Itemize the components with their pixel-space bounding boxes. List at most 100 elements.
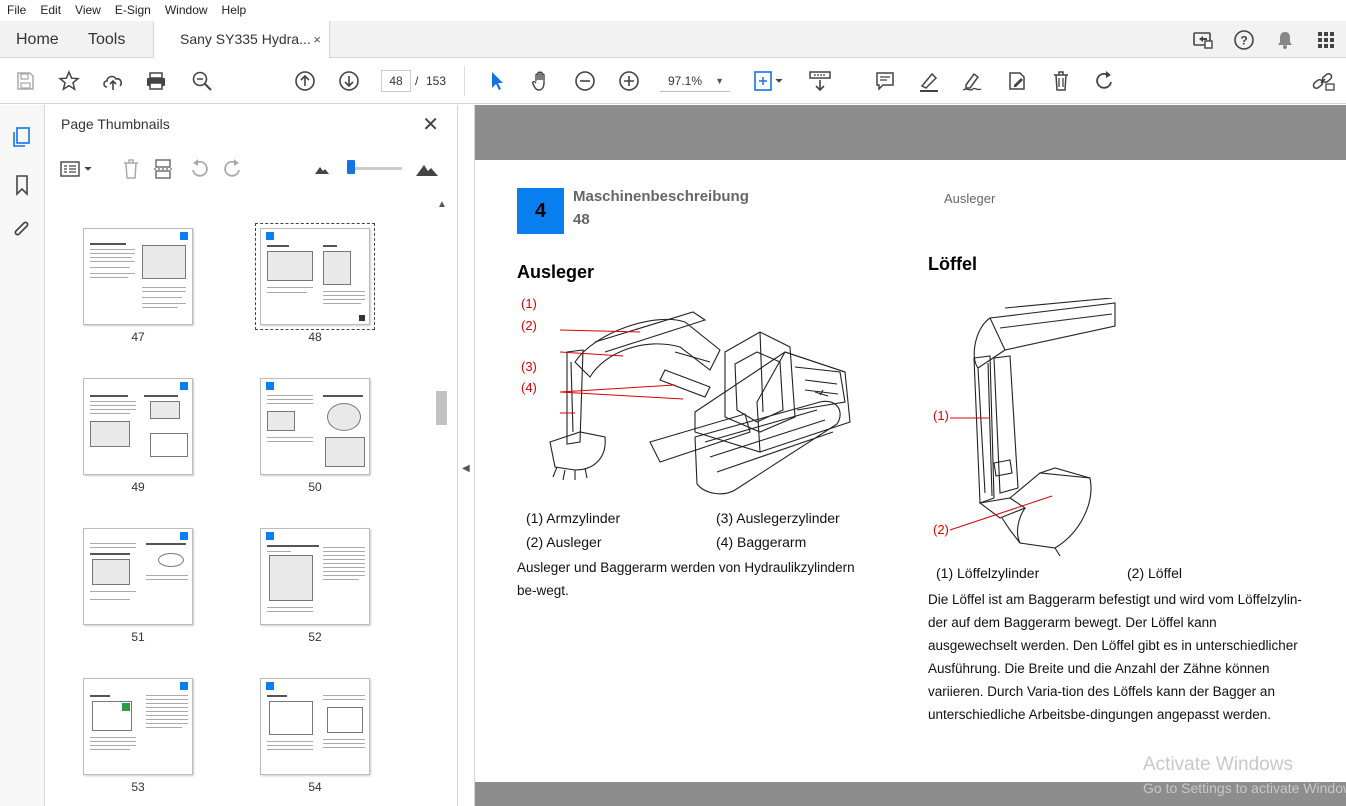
- bookmarks-icon[interactable]: [10, 173, 34, 197]
- chapter-number-box: 4: [517, 188, 564, 234]
- page-thumbnails-icon[interactable]: [10, 125, 34, 149]
- fit-page-icon[interactable]: [752, 69, 786, 93]
- callout-label: (4): [521, 380, 537, 395]
- extract-page-icon[interactable]: [151, 157, 175, 181]
- scroll-mode-icon[interactable]: [808, 69, 832, 93]
- tab-home[interactable]: Home: [16, 31, 59, 48]
- chapter-title: Maschinenbeschreibung: [573, 188, 749, 205]
- thumbnail-page-50[interactable]: [260, 378, 370, 475]
- save-icon[interactable]: [13, 69, 37, 93]
- thumbnail-page-47[interactable]: [83, 228, 193, 325]
- thumbnail-number: 53: [131, 780, 145, 794]
- pdf-page: 4 Maschinenbeschreibung 48 Ausleger Ausl…: [475, 160, 1346, 782]
- menu-view[interactable]: View: [75, 3, 101, 17]
- delete-icon[interactable]: [1049, 69, 1073, 93]
- ausleger-paragraph: Ausleger und Baggerarm werden von Hydrau…: [517, 560, 855, 598]
- apps-grid-icon[interactable]: [1305, 31, 1346, 49]
- legend-item: (2) Löffel: [1127, 565, 1182, 581]
- thumbnail-number: 54: [308, 780, 322, 794]
- hand-tool-icon[interactable]: [529, 69, 553, 93]
- rotate-cw-icon[interactable]: [221, 157, 245, 181]
- legend-item: (1) Armzylinder: [526, 510, 621, 526]
- upload-cloud-icon[interactable]: [101, 69, 125, 93]
- thumbnail-number: 52: [308, 630, 322, 644]
- scroll-up-arrow-icon[interactable]: ▲: [437, 199, 447, 210]
- page-number: 48: [573, 211, 590, 228]
- loeffel-paragraph: Die Löffel ist am Baggerarm befestigt un…: [928, 592, 1302, 722]
- next-page-icon[interactable]: [337, 69, 361, 93]
- find-zoom-icon[interactable]: [190, 69, 214, 93]
- zoom-value: 97.1%: [668, 74, 703, 88]
- delete-page-icon[interactable]: [119, 157, 143, 181]
- collapse-panel-arrow-icon[interactable]: ◀: [462, 463, 470, 474]
- legend-item: (1) Löffelzylinder: [936, 565, 1040, 581]
- zoom-in-icon[interactable]: [617, 69, 641, 93]
- share-screen-icon[interactable]: [1182, 30, 1223, 50]
- close-icon[interactable]: ✕: [422, 114, 439, 136]
- select-cursor-icon[interactable]: [485, 69, 509, 93]
- share-link-icon[interactable]: [1311, 69, 1335, 93]
- thumbnail-number: 49: [131, 480, 145, 494]
- legend-item: (2) Ausleger: [526, 534, 602, 550]
- callout-label: (2): [521, 318, 537, 333]
- comment-icon[interactable]: [873, 69, 897, 93]
- bucket-illustration: [949, 298, 1116, 557]
- rotate-icon[interactable]: [1093, 69, 1117, 93]
- slider-handle[interactable]: [347, 160, 355, 174]
- thumbnail-number: 50: [308, 480, 322, 494]
- menu-help[interactable]: Help: [221, 3, 247, 17]
- menu-bar: File Edit View E-Sign Window Help: [0, 0, 1346, 21]
- page-thumbnails-panel: Page Thumbnails ✕: [45, 105, 458, 806]
- tab-document-label: Sany SY335 Hydra...: [180, 31, 311, 47]
- document-view[interactable]: 4 Maschinenbeschreibung 48 Ausleger Ausl…: [475, 105, 1346, 806]
- zoom-out-icon[interactable]: [573, 69, 597, 93]
- menu-esign[interactable]: E-Sign: [114, 3, 151, 17]
- thumbnail-page-54[interactable]: [260, 678, 370, 775]
- toolbar-divider: [464, 66, 465, 96]
- help-icon[interactable]: ?: [1223, 29, 1264, 51]
- scrollbar-thumb[interactable]: [436, 391, 447, 425]
- ausleger-heading: Ausleger: [517, 262, 595, 282]
- tab-document[interactable]: Sany SY335 Hydra... ×: [153, 21, 330, 59]
- menu-file[interactable]: File: [7, 3, 27, 17]
- print-icon[interactable]: [144, 69, 168, 93]
- callout-label: (3): [521, 359, 537, 374]
- thumbnail-number: 47: [131, 330, 145, 344]
- thumbnail-page-49[interactable]: [83, 378, 193, 475]
- zoom-select[interactable]: 97.1% ▼: [660, 70, 730, 92]
- page-number-input[interactable]: 48: [381, 70, 411, 92]
- left-navigation-rail: [0, 105, 45, 806]
- menu-window[interactable]: Window: [164, 3, 208, 17]
- tab-close-button[interactable]: ×: [313, 32, 321, 47]
- page-total: 153: [426, 74, 447, 88]
- tab-tools[interactable]: Tools: [88, 31, 126, 48]
- thumbnail-page-48[interactable]: [255, 223, 375, 330]
- notification-bell-icon[interactable]: [1264, 30, 1305, 50]
- panel-splitter[interactable]: ◀: [458, 105, 475, 806]
- thumbnail-page-53[interactable]: [83, 678, 193, 775]
- highlight-pen-icon[interactable]: [917, 69, 941, 93]
- thumbnail-page-51[interactable]: [83, 528, 193, 625]
- attachments-paperclip-icon[interactable]: [10, 218, 34, 242]
- panel-title: Page Thumbnails: [61, 116, 170, 132]
- section-header: Ausleger: [944, 191, 996, 206]
- thumbnail-page-52[interactable]: [260, 528, 370, 625]
- thumbnail-number: 48: [308, 330, 322, 344]
- thumbnail-scrollbar[interactable]: ▲: [433, 193, 450, 806]
- prev-page-icon[interactable]: [293, 69, 317, 93]
- page-separator: /: [415, 74, 419, 88]
- excavator-illustration: [549, 311, 851, 495]
- callout-label: (1): [933, 408, 949, 423]
- edit-pdf-icon[interactable]: [1005, 69, 1029, 93]
- menu-edit[interactable]: Edit: [40, 3, 62, 17]
- activate-windows-subtitle: Go to Settings to activate Windows.: [1143, 780, 1346, 796]
- main-toolbar: 48 / 153 97.1% ▼: [0, 58, 1346, 104]
- thumbnail-options-icon[interactable]: [59, 157, 97, 181]
- thumbnail-size-slider[interactable]: [348, 167, 402, 170]
- rotate-ccw-icon[interactable]: [187, 157, 211, 181]
- callout-label: (2): [933, 522, 949, 537]
- tab-right-icons: ?: [1182, 21, 1346, 58]
- bookmark-star-icon[interactable]: [57, 69, 81, 93]
- sign-icon[interactable]: [960, 69, 984, 93]
- thumbnail-list: 47 48 49: [45, 193, 433, 806]
